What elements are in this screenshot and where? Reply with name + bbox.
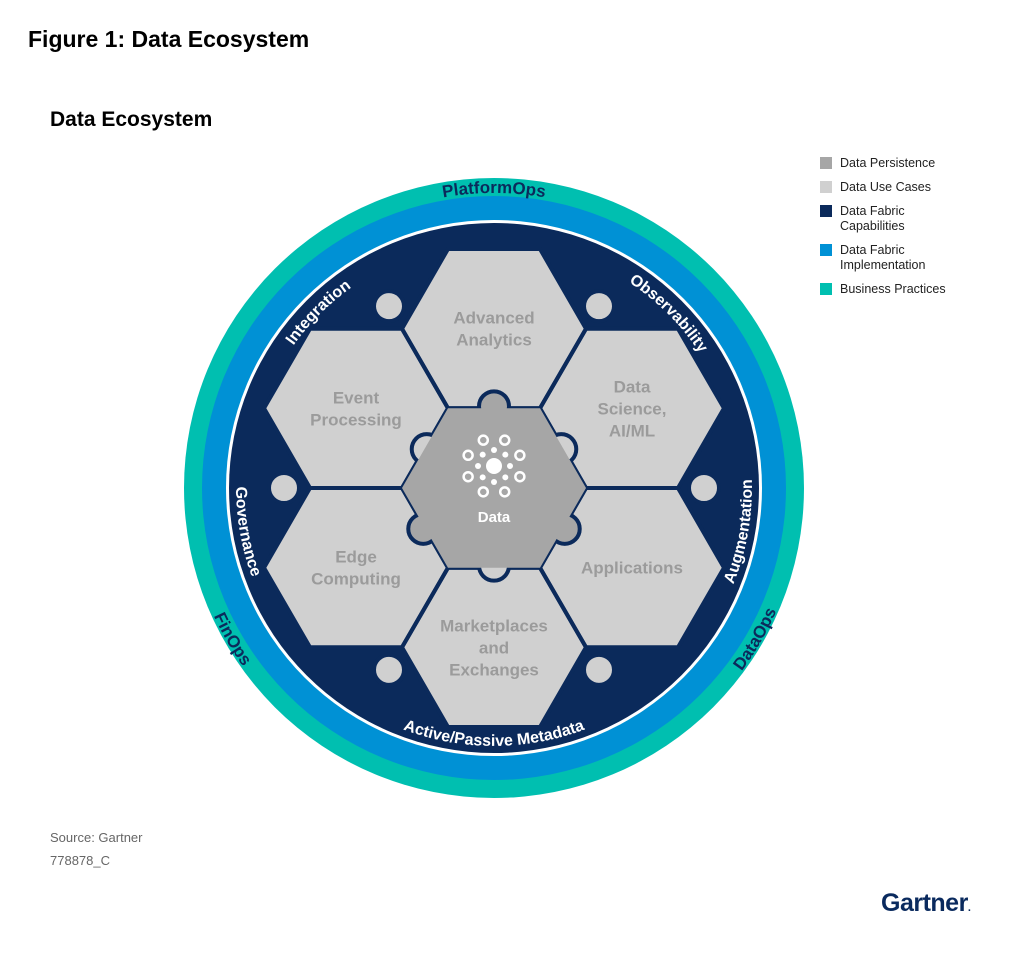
use-case-label: Edge — [335, 548, 377, 567]
legend-label: Data Persistence — [840, 156, 936, 170]
use-case-hex — [402, 567, 586, 727]
icon-dot — [502, 474, 509, 481]
use-case-labels: AdvancedAnalyticsDataScience,AI/MLApplic… — [310, 309, 683, 680]
use-case-label: Exchanges — [449, 660, 539, 679]
legend-swatch — [820, 181, 832, 193]
use-case-label: Event — [333, 388, 380, 407]
icon-ring-dot — [514, 470, 526, 483]
legend-item: Data Persistence — [820, 156, 1020, 171]
center-data-label: Data — [478, 509, 511, 526]
use-case-hex — [264, 328, 448, 488]
puzzle-knob — [687, 471, 721, 505]
icon-ring-dot — [462, 470, 474, 483]
puzzle-knob — [582, 289, 616, 324]
gartner-logo: Gartner. — [881, 889, 971, 918]
data-persistence-core — [402, 408, 586, 568]
icon-dot — [491, 479, 497, 485]
legend-label: Data Use Cases — [840, 180, 932, 194]
icon-dot — [507, 463, 513, 469]
data-cluster-icon — [462, 434, 526, 498]
puzzle-connectors — [261, 247, 727, 729]
icon-core — [486, 458, 502, 474]
puzzle-knob — [267, 471, 301, 505]
icon-ring-dot — [498, 434, 511, 446]
diagram-title: Data Ecosystem — [50, 108, 213, 131]
use-case-label: and — [479, 638, 509, 657]
puzzle-knob — [582, 652, 616, 687]
use-case-label: Applications — [581, 559, 683, 578]
icon-ring-dot — [498, 486, 511, 498]
source-note: Source: Gartner — [50, 830, 143, 845]
icon-dot — [475, 463, 481, 469]
use-case-label: Advanced — [453, 309, 534, 328]
legend-item: Business Practices — [820, 282, 1020, 297]
use-case-label: Processing — [310, 410, 402, 429]
puzzle-knob — [372, 652, 406, 687]
use-case-hex — [402, 249, 586, 409]
legend-swatch — [820, 205, 832, 217]
use-case-hex — [540, 488, 724, 648]
document-id: 778878_C — [50, 853, 110, 868]
use-case-label: Computing — [311, 570, 401, 589]
legend-item: Data Fabric Implementation — [820, 243, 1020, 273]
legend-swatch — [820, 244, 832, 256]
icon-ring-dot — [477, 486, 490, 498]
icon-dot — [491, 447, 497, 453]
icon-dot — [502, 451, 509, 458]
use-case-hex — [264, 488, 448, 648]
use-case-label: Data — [614, 377, 651, 396]
icon-ring-dot — [477, 434, 490, 446]
legend-swatch — [820, 157, 832, 169]
use-case-label: AI/ML — [609, 421, 655, 440]
figure-title: Figure 1: Data Ecosystem — [28, 26, 310, 52]
logo-text: Gartner — [881, 889, 968, 917]
use-case-label: Analytics — [456, 331, 532, 350]
icon-ring-dot — [462, 449, 474, 462]
use-case-label: Science, — [598, 399, 667, 418]
legend-label: Data Fabric Capabilities — [840, 204, 905, 233]
legend-swatch — [820, 283, 832, 295]
legend-label: Business Practices — [840, 282, 946, 296]
icon-dot — [479, 474, 486, 481]
icon-dot — [479, 451, 486, 458]
icon-ring-dot — [514, 449, 526, 462]
puzzle-knob — [372, 289, 406, 324]
use-case-label: Marketplaces — [440, 616, 548, 635]
legend-item: Data Fabric Capabilities — [820, 204, 1020, 234]
use-case-hex — [540, 328, 724, 488]
legend-item: Data Use Cases — [820, 180, 1020, 195]
logo-mark: . — [967, 902, 971, 914]
legend-label: Data Fabric Implementation — [840, 243, 926, 272]
